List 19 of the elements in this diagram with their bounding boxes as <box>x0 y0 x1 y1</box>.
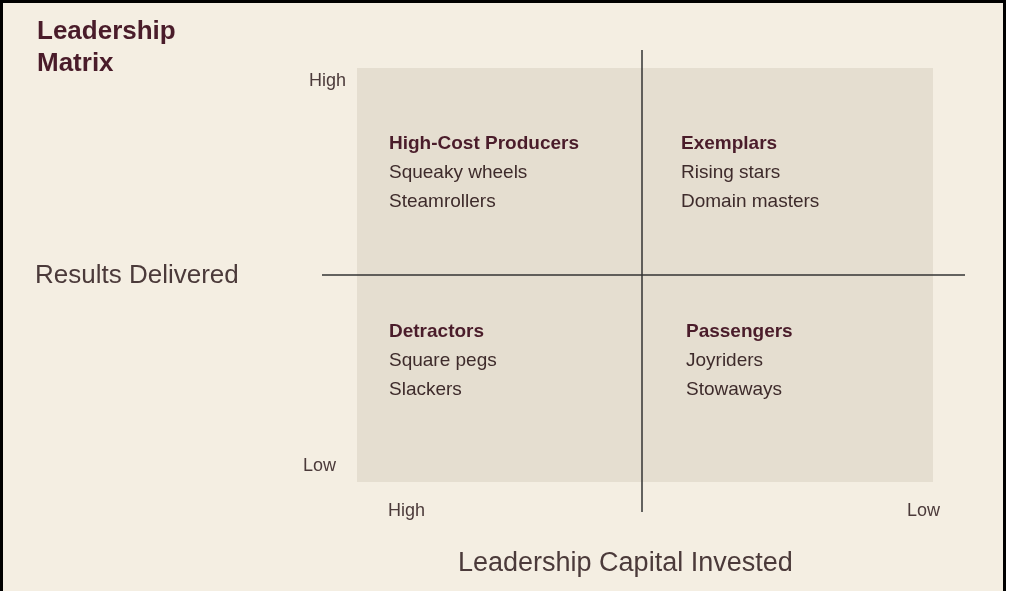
axis-tick-label: High <box>309 70 347 91</box>
quadrant-item: Square pegs <box>389 348 497 372</box>
axis-tick-label: Low <box>907 500 941 521</box>
quadrant-item: Stowaways <box>686 377 784 401</box>
title: Leadership Matrix <box>37 14 177 78</box>
axis-title: Results Delivered <box>35 259 239 290</box>
quadrant-item: Rising stars <box>681 160 782 184</box>
quadrant-item: Squeaky wheels <box>389 160 529 184</box>
axis-title: Leadership Capital Invested <box>458 547 793 578</box>
quadrant-item: Joyriders <box>686 348 765 372</box>
quadrant-item: Steamrollers <box>389 189 497 213</box>
quadrant-heading: Passengers <box>686 319 793 343</box>
quadrant-item: Slackers <box>389 377 463 401</box>
axis-tick-label: Low <box>303 455 337 476</box>
quadrant-item: Domain masters <box>681 189 820 213</box>
quadrant-heading: High-Cost Producers <box>389 131 580 155</box>
quadrant-heading: Detractors <box>389 319 486 343</box>
quadrant-heading: Exemplars <box>681 131 779 155</box>
axis-tick-label: High <box>388 500 426 521</box>
